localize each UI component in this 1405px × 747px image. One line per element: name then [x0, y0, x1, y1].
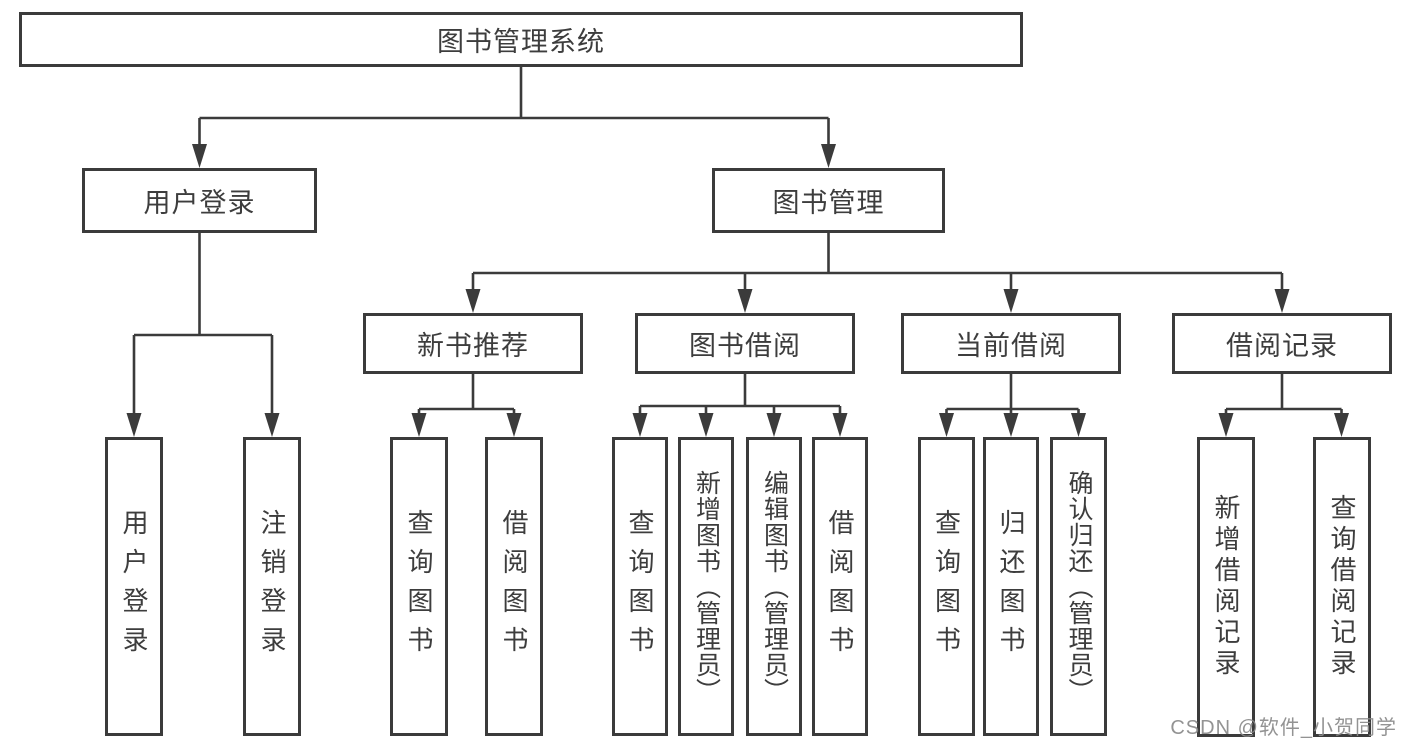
- node-book-mgmt: 图书管理: [712, 168, 945, 233]
- node-borrow-records-label: 借阅记录: [1226, 331, 1338, 361]
- leaf-confirm-return-admin: 确认归还（管理员）: [1050, 437, 1107, 736]
- leaf-return-book: 归还图书: [983, 437, 1039, 736]
- leaf-add-book-admin-label: 新增图书（管理员）: [692, 469, 721, 704]
- leaf-query-book-b: 查询图书: [612, 437, 668, 736]
- leaf-logout-label: 注销登录: [257, 508, 287, 665]
- connector-root-to-level2: [192, 67, 836, 168]
- node-root-label: 图书管理系统: [437, 27, 605, 57]
- leaf-query-book-c-label: 查询图书: [931, 508, 962, 665]
- connector-book-mgmt-to-level3: [465, 233, 1290, 313]
- connector-new-book-rec-children: [411, 374, 522, 437]
- connector-book-borrow-children: [632, 374, 848, 437]
- node-book-borrow: 图书借阅: [635, 313, 855, 374]
- connector-current-borrow-children: [939, 374, 1086, 437]
- node-root: 图书管理系统: [19, 12, 1023, 67]
- leaf-edit-book-admin-label: 编辑图书（管理员）: [760, 469, 789, 704]
- node-book-mgmt-label: 图书管理: [772, 188, 885, 218]
- node-user-login: 用户登录: [82, 168, 317, 233]
- leaf-user-login-label: 用户登录: [119, 508, 149, 665]
- node-current-borrow: 当前借阅: [901, 313, 1121, 374]
- leaf-query-borrow-record-label: 查询借阅记录: [1327, 494, 1357, 680]
- leaf-query-book-a: 查询图书: [390, 437, 448, 736]
- leaf-borrow-book-a-label: 借阅图书: [499, 508, 529, 665]
- leaf-query-book-a-label: 查询图书: [404, 508, 434, 665]
- leaf-borrow-book-a: 借阅图书: [485, 437, 543, 736]
- node-new-book-rec-label: 新书推荐: [417, 331, 529, 361]
- node-borrow-records: 借阅记录: [1172, 313, 1392, 374]
- leaf-return-book-label: 归还图书: [996, 508, 1026, 665]
- connector-borrow-records-children: [1218, 374, 1349, 437]
- leaf-logout: 注销登录: [243, 437, 301, 736]
- leaf-borrow-book-b: 借阅图书: [812, 437, 868, 736]
- leaf-borrow-book-b-label: 借阅图书: [825, 508, 855, 665]
- leaf-add-book-admin: 新增图书（管理员）: [678, 437, 734, 736]
- leaf-user-login: 用户登录: [105, 437, 163, 736]
- leaf-add-borrow-record-label: 新增借阅记录: [1211, 494, 1241, 680]
- node-book-borrow-label: 图书借阅: [689, 331, 801, 361]
- node-new-book-rec: 新书推荐: [363, 313, 583, 374]
- csdn-watermark: CSDN @软件_小贺同学: [1170, 717, 1397, 739]
- connector-user-login-children: [126, 233, 280, 437]
- node-user-login-label: 用户登录: [143, 188, 256, 218]
- leaf-edit-book-admin: 编辑图书（管理员）: [746, 437, 802, 736]
- leaf-query-book-b-label: 查询图书: [625, 508, 655, 665]
- leaf-confirm-return-admin-label: 确认归还（管理员）: [1065, 469, 1093, 704]
- node-current-borrow-label: 当前借阅: [955, 331, 1067, 361]
- leaf-query-borrow-record: 查询借阅记录: [1313, 437, 1371, 737]
- leaf-add-borrow-record: 新增借阅记录: [1197, 437, 1255, 737]
- leaf-query-book-c: 查询图书: [918, 437, 975, 736]
